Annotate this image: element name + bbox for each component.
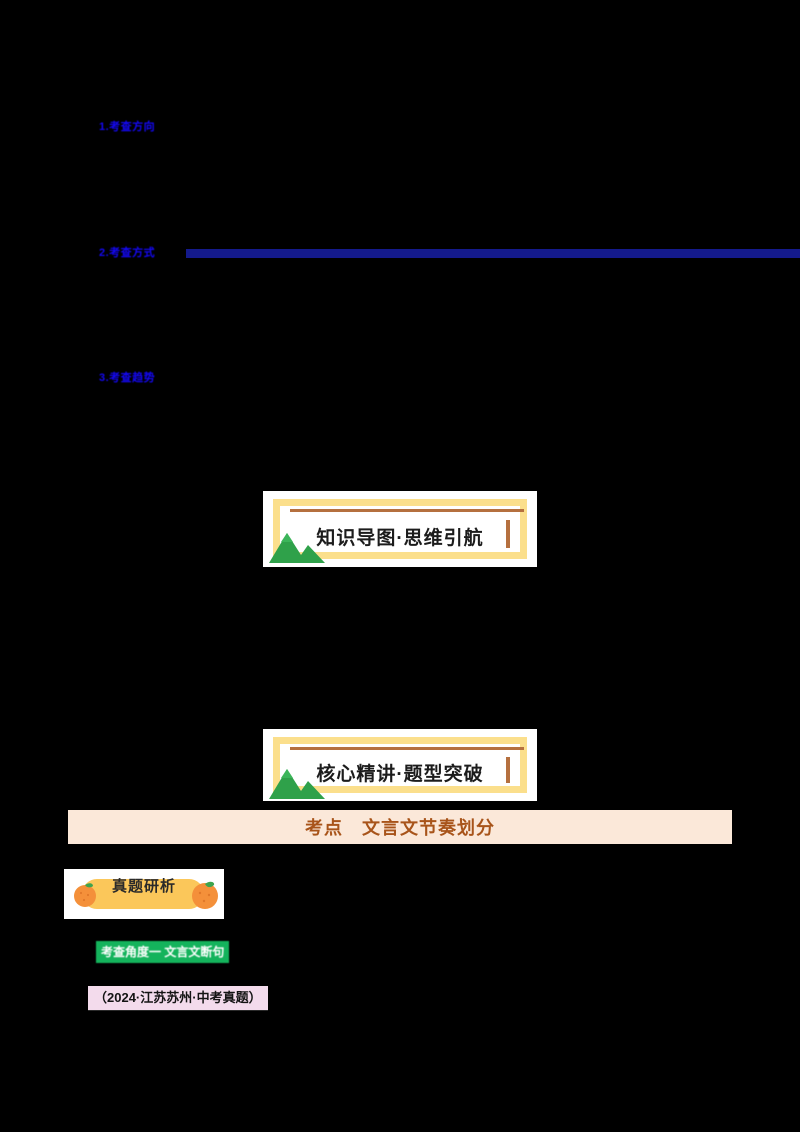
keypoint-banner: 考点 文言文节奏划分 [68,810,732,844]
card-frame: 核心精讲·题型突破 [273,737,527,793]
card-title: 知识导图·思维引航 [316,528,484,549]
section-heading-2: 2.考查方式 [99,247,156,259]
brown-bracket-icon [506,757,510,783]
section-card-corelecture: 核心精讲·题型突破 [263,729,537,801]
angle-highlight: 考查角度一 文言文断句 [96,941,230,963]
card-inner [280,506,520,552]
exam-analysis-badge: 真题研析 [64,869,224,919]
brown-bracket-icon [290,509,524,512]
section-heading-3: 3.考查趋势 [99,372,156,384]
brown-bracket-icon [290,747,524,750]
badge-pill [82,879,204,909]
card-inner [280,744,520,786]
navy-divider [186,249,800,258]
orange-fruit-icon [188,877,222,911]
exam-analysis-label: 真题研析 [111,878,176,895]
orange-fruit-icon [70,879,100,909]
section-card-mindmap: 知识导图·思维引航 [263,491,537,567]
mountains-icon [267,761,329,801]
section-heading-1: 1.考查方向 [99,121,156,133]
keypoint-banner-text: 考点 文言文节奏划分 [305,818,495,838]
card-title: 核心精讲·题型突破 [316,764,484,785]
card-frame: 知识导图·思维引航 [273,499,527,559]
brown-bracket-icon [506,520,510,548]
source-tag: （2024·江苏苏州·中考真题） [88,986,268,1011]
mountains-icon [267,525,329,565]
